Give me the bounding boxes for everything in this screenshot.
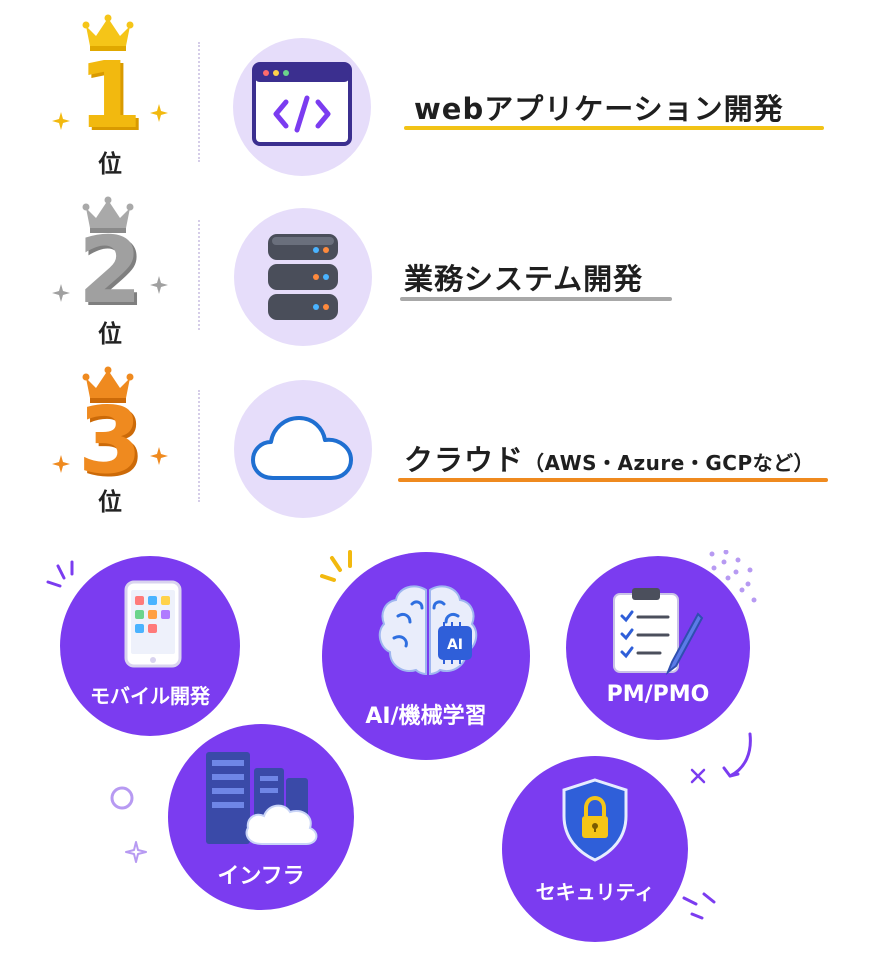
bubble-pm-pmo[interactable]: PM/PMO (566, 556, 750, 740)
bubble-pm-label: PM/PMO (606, 682, 710, 707)
dots-pattern-icon (709, 550, 757, 603)
sparkle-outline-icon (125, 841, 147, 863)
clipboard-icon (613, 588, 704, 675)
cloud-icon (251, 416, 353, 480)
crown-bronze-icon (82, 366, 134, 403)
rank-2-title: 業務システム開発 (404, 262, 644, 296)
rank-3-title-main: クラウド (404, 443, 525, 477)
crown-silver-icon (82, 196, 134, 233)
dotted-divider-3 (198, 390, 200, 502)
dotted-divider-2 (198, 220, 200, 330)
database-icon (268, 234, 338, 320)
rank-3-icon-circle (234, 380, 372, 518)
sparkle-icon (52, 455, 70, 473)
server-cloud-icon (206, 752, 318, 845)
bubble-security[interactable]: セキュリティ (502, 756, 688, 942)
rank-2-underline (400, 297, 672, 301)
bubble-infra-label: インフラ (217, 864, 305, 889)
sparkle-icon (150, 447, 168, 465)
code-window-icon (252, 62, 352, 146)
rank-3-suffix: 位 (98, 488, 122, 516)
bubble-mobile-label: モバイル開発 (90, 684, 210, 708)
rank-1-number: 1 (77, 42, 142, 149)
crown-gold-icon (82, 14, 134, 51)
bubble-ai-label: AI/機械学習 (365, 704, 487, 729)
sparkle-icon (150, 276, 168, 294)
arrow-curve-icon (722, 732, 752, 778)
rank-3-title: クラウド（AWS・Azure・GCPなど） (404, 437, 814, 479)
dotted-divider-1 (198, 42, 200, 162)
burst-lines-icon (320, 550, 352, 582)
smartphone-icon (124, 580, 182, 668)
burst-lines-icon (46, 560, 74, 588)
rank-3-underline (398, 478, 828, 482)
rank-2-suffix: 位 (98, 320, 122, 348)
sparkle-icon (52, 284, 70, 302)
sparkle-icon (150, 104, 168, 122)
rank-1-suffix: 位 (98, 150, 122, 178)
ring-icon (110, 786, 134, 810)
bubble-infra[interactable]: インフラ (168, 724, 354, 910)
rank-3-number: 3 (77, 387, 142, 494)
brain-icon: AI (378, 585, 478, 676)
shield-lock-icon (562, 778, 628, 862)
bubble-mobile-dev[interactable]: モバイル開発 (60, 556, 240, 736)
burst-lines-icon (682, 892, 716, 920)
rank-3-title-sub: （AWS・Azure・GCPなど） (524, 451, 815, 475)
rank-2-number: 2 (77, 217, 142, 324)
bubble-ai-ml[interactable]: AI AI/機械学習 (322, 552, 530, 760)
small-sparkle-icon (690, 768, 706, 784)
rank-1-title: webアプリケーション開発 (414, 92, 784, 126)
rank-1-icon-circle (233, 38, 371, 176)
bubble-security-label: セキュリティ (535, 880, 655, 904)
ai-chip-label: AI (447, 637, 463, 653)
rank-1-underline (404, 126, 824, 130)
sparkle-icon (52, 112, 70, 130)
rank-2-icon-circle (234, 208, 372, 346)
